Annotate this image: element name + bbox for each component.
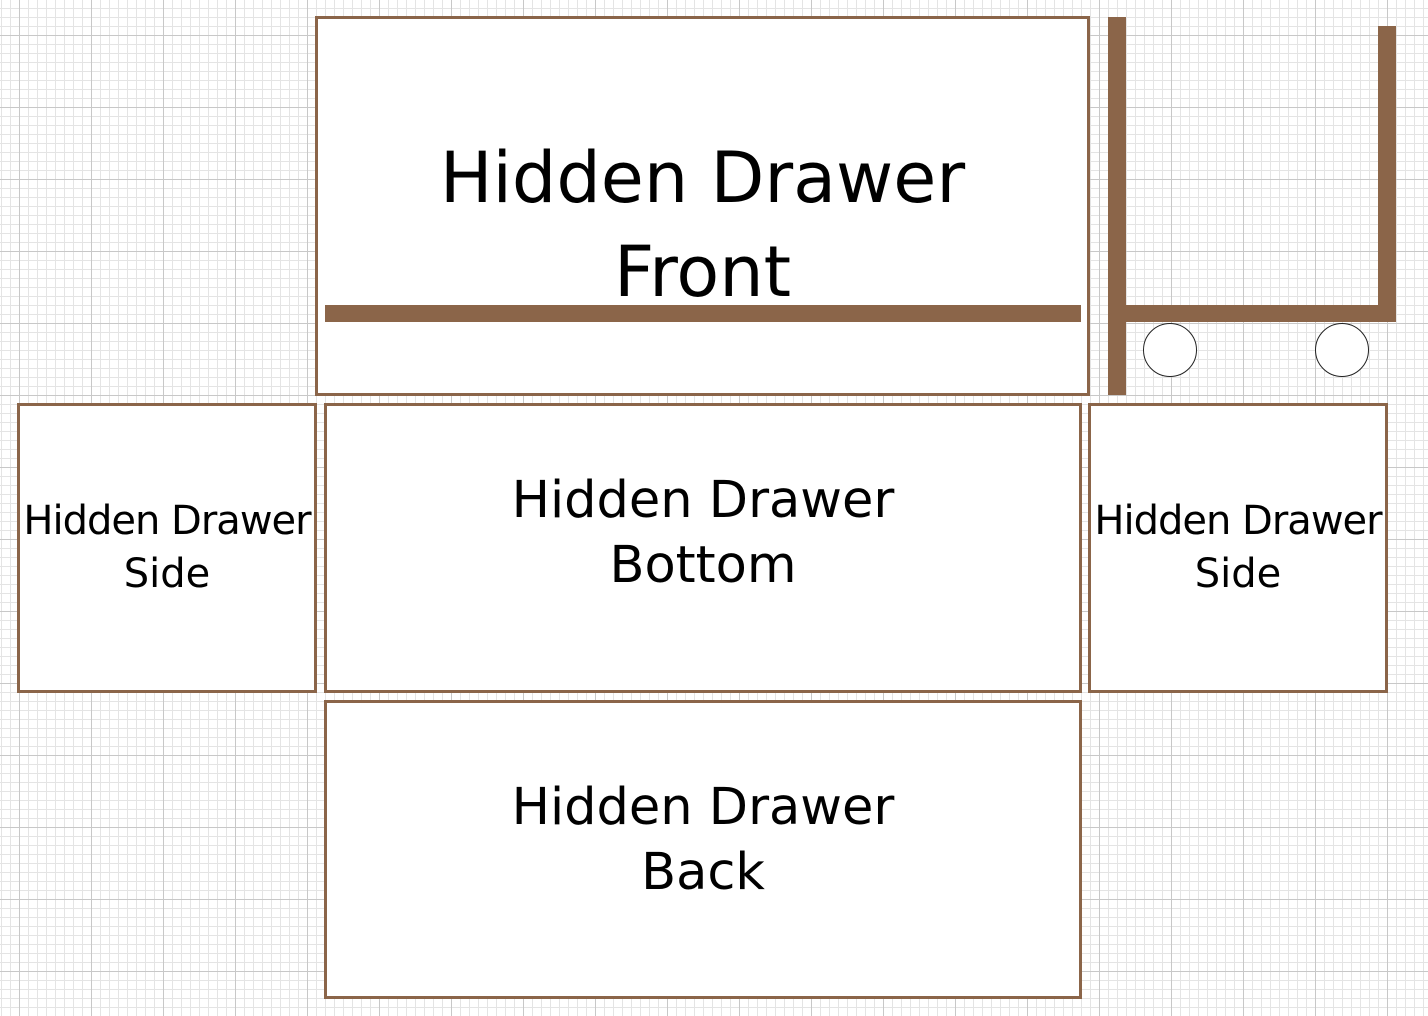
side-left-label-line1: Hidden Drawer bbox=[23, 498, 311, 544]
panel-side-right: Hidden Drawer Side bbox=[1088, 403, 1388, 693]
bottom-label-line2: Bottom bbox=[609, 536, 797, 595]
front-rail bbox=[325, 305, 1081, 322]
panel-bottom: Hidden Drawer Bottom bbox=[324, 403, 1082, 693]
front-label-line1: Hidden Drawer bbox=[439, 137, 966, 219]
panel-back: Hidden Drawer Back bbox=[324, 700, 1082, 999]
panel-front: Hidden Drawer Front bbox=[315, 16, 1090, 396]
wheel-left-icon bbox=[1143, 323, 1197, 377]
bottom-label-line1: Hidden Drawer bbox=[511, 471, 895, 530]
wheel-right-icon bbox=[1315, 323, 1369, 377]
side-right-label-line1: Hidden Drawer bbox=[1094, 498, 1382, 544]
profile-left-post bbox=[1108, 17, 1126, 395]
back-label-line2: Back bbox=[641, 842, 765, 902]
panel-side-left: Hidden Drawer Side bbox=[17, 403, 317, 693]
front-label-line2: Front bbox=[613, 231, 792, 313]
side-left-label-line2: Side bbox=[123, 551, 211, 597]
profile-right-post bbox=[1378, 26, 1396, 322]
back-label-line1: Hidden Drawer bbox=[511, 777, 895, 837]
profile-base bbox=[1108, 305, 1396, 322]
side-right-label-line2: Side bbox=[1194, 551, 1282, 597]
